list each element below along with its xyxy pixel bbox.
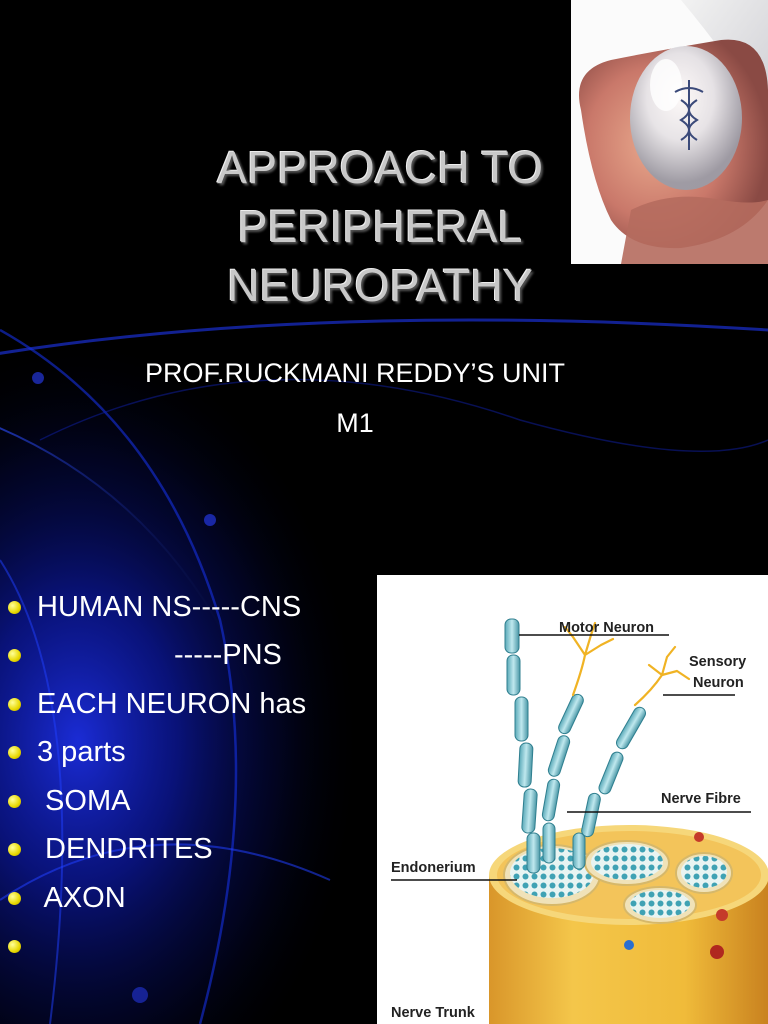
slide-title: APPROACH TO PERIPHERAL NEUROPATHY <box>180 138 580 315</box>
list-item: HUMAN NS-----CNS <box>8 583 306 632</box>
title-line-3: NEUROPATHY <box>227 260 533 311</box>
label-nerve-trunk: Nerve Trunk <box>391 1005 475 1021</box>
title-line-2: PERIPHERAL <box>237 201 523 252</box>
slide-subtitle-unit: M1 <box>336 408 374 438</box>
bullet-dot-icon <box>8 794 21 808</box>
bullet-text: 3 parts <box>37 736 126 769</box>
bullet-dot-icon <box>8 843 21 857</box>
label-nerve-fibre: Nerve Fibre <box>661 791 741 807</box>
label-sensory-neuron-line-2: Neuron <box>693 675 744 691</box>
bullet-text: EACH NEURON has <box>37 687 307 720</box>
bullet-dot-icon <box>8 600 21 614</box>
label-motor-neuron: Motor Neuron <box>559 620 655 636</box>
label-sensory-neuron-line-1: Sensory <box>689 654 747 670</box>
bullet-text: SOMA <box>37 784 131 817</box>
hand-holding-caduceus-orb-icon <box>571 0 768 264</box>
label-endonerium: Endonerium <box>391 860 476 876</box>
bullet-dot-icon <box>8 649 21 663</box>
slide-subtitle: PROF.RUCKMANI REDDY’S UNIT <box>144 358 566 388</box>
bullet-dot-icon <box>8 697 21 711</box>
list-item: DENDRITES <box>8 826 306 875</box>
title-line-1: APPROACH TO <box>217 142 543 193</box>
nerve-diagram: Motor Neuron Sensory Neuron Nerve Fibre … <box>377 575 768 1024</box>
list-item: AXON <box>8 874 306 923</box>
bullet-dot-icon <box>8 891 21 905</box>
bullet-dot-icon <box>8 746 21 760</box>
list-item: -----PNS <box>8 632 306 681</box>
bullet-list: HUMAN NS-----CNS -----PNS EACH NEURON ha… <box>8 583 306 971</box>
bullet-dot-icon <box>8 940 21 954</box>
bullet-text: DENDRITES <box>37 833 213 866</box>
bullet-text: AXON <box>37 881 126 914</box>
list-item: 3 parts <box>8 729 306 778</box>
bullet-text: -----PNS <box>37 639 282 672</box>
nerve-diagram-illustration <box>391 618 768 1024</box>
list-item <box>8 923 306 972</box>
list-item: SOMA <box>8 777 306 826</box>
list-item: EACH NEURON has <box>8 680 306 729</box>
bullet-text: HUMAN NS-----CNS <box>37 590 302 623</box>
